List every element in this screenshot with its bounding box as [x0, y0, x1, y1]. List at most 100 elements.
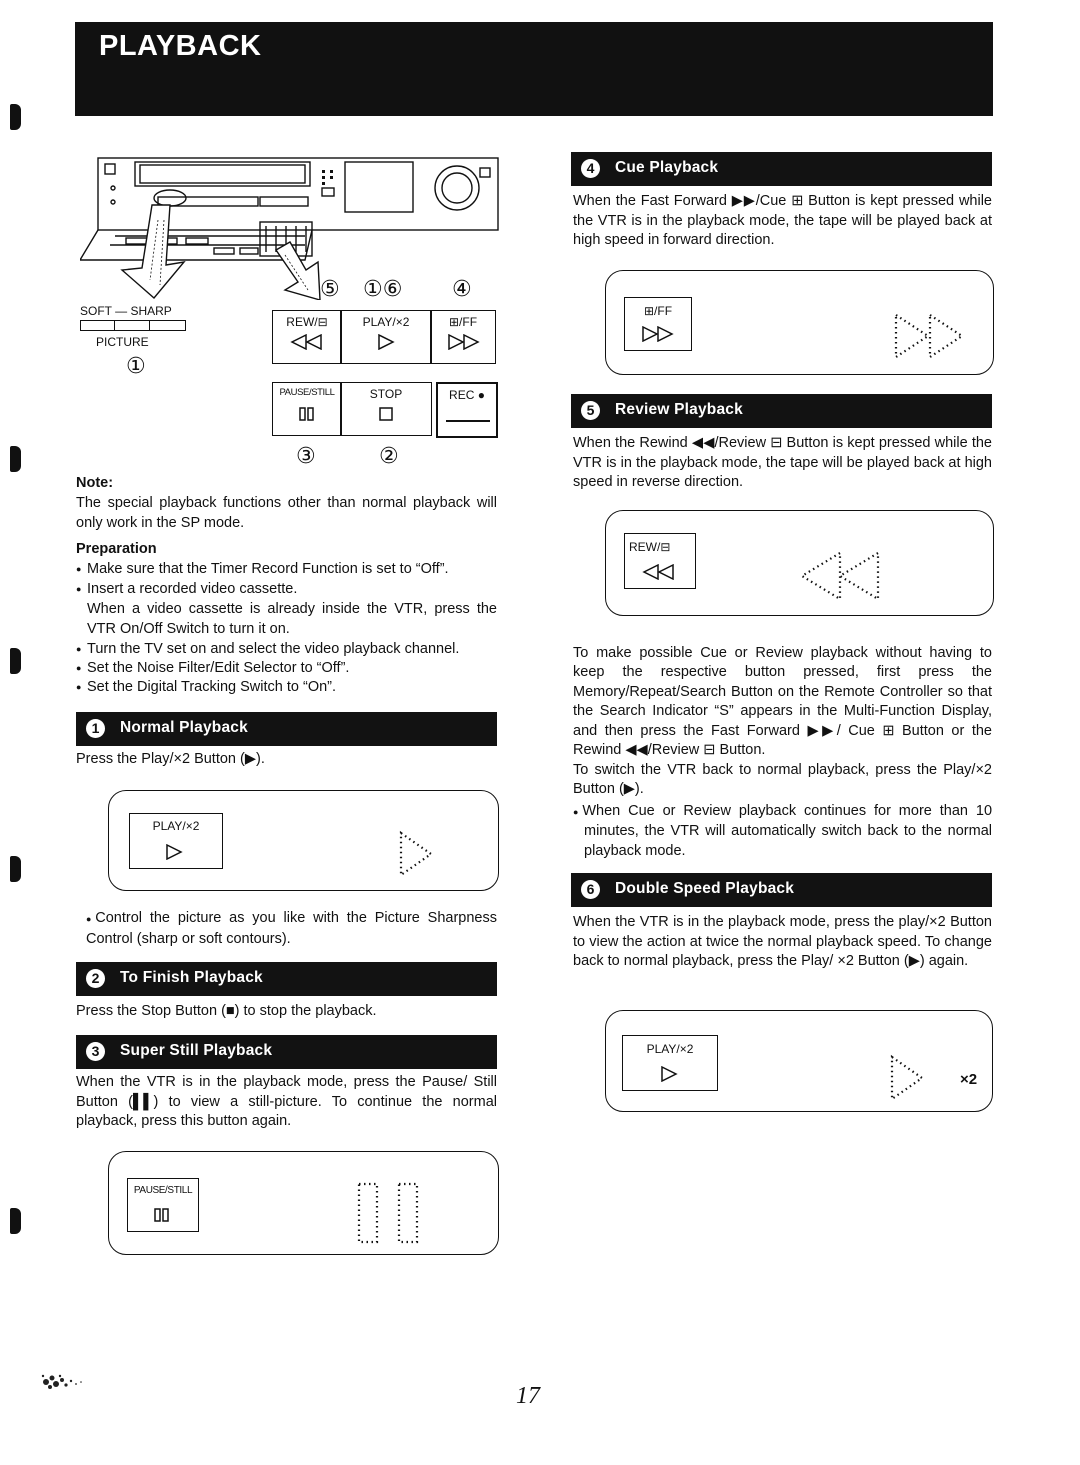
stop-button[interactable]: STOP	[340, 382, 432, 436]
section-text: When the Fast Forward ▶▶/Cue ⊞ Button is…	[573, 193, 992, 248]
stop-icon	[341, 406, 431, 427]
section-number: 3	[86, 1042, 105, 1061]
prep-item: Set the Digital Tracking Switch to “On”.	[76, 678, 497, 698]
section-title: To Finish Playback	[120, 969, 263, 986]
key-label: ⊞/FF	[643, 304, 673, 318]
rewind-icon	[642, 564, 674, 580]
normal-playback-panel: PLAY/×2	[108, 790, 499, 891]
section-text: Press the Play/×2 Button (▶).	[76, 751, 265, 767]
dotted-pause-indicator-icon	[357, 1182, 419, 1244]
binding-mark	[10, 446, 21, 472]
section-number: 4	[581, 159, 600, 178]
section-text: Press the Stop Button (■) to stop the pl…	[76, 1003, 377, 1019]
rec-bar	[446, 420, 490, 422]
section-header-super-still: 3 Super Still Playback	[76, 1035, 497, 1069]
rew-review-key: REW/⊟	[624, 533, 696, 589]
rew-review-button[interactable]: REW/⊟	[272, 310, 342, 364]
page-number: 17	[516, 1383, 540, 1409]
section-header-review-playback: 5 Review Playback	[571, 394, 992, 428]
super-still-panel: PAUSE/STILL	[108, 1151, 499, 1255]
note-text: The special playback functions other tha…	[76, 495, 497, 531]
section-title: Normal Playback	[120, 719, 248, 736]
section-text: When the VTR is in the playback mode, pr…	[76, 1074, 497, 1129]
transport-buttons-top: REW/⊟ PLAY/×2 ⊞/FF	[272, 310, 497, 364]
slider-tick	[149, 321, 151, 330]
rec-button[interactable]: REC ●	[436, 382, 498, 438]
section-title: Cue Playback	[615, 159, 719, 176]
picture-slider[interactable]	[80, 320, 186, 331]
scan-speckle	[41, 1374, 82, 1389]
vtr-drawing	[78, 157, 499, 301]
fast-forward-icon	[642, 326, 674, 342]
section-number: 2	[86, 969, 105, 988]
slider-tick	[114, 321, 116, 330]
section-number: 1	[86, 719, 105, 738]
dotted-play-indicator-icon	[399, 830, 433, 878]
pause-still-button[interactable]: PAUSE/STILL	[272, 382, 342, 436]
review-playback-panel: REW/⊟	[605, 510, 994, 616]
section-bullet: ●When Cue or Review playback continues f…	[573, 803, 993, 859]
section-number: 6	[581, 880, 600, 899]
section-number: 5	[581, 401, 600, 420]
button-label: REW/⊟	[286, 315, 328, 329]
button-label: REC ●	[449, 388, 485, 402]
button-label: STOP	[369, 387, 403, 401]
dotted-fast-forward-indicator-icon	[894, 312, 965, 360]
search-mode-text: To make possible Cue or Review playback …	[573, 645, 992, 759]
fast-forward-icon	[431, 333, 495, 355]
section-header-finish-playback: 2 To Finish Playback	[76, 962, 497, 996]
prep-item: Set the Noise Filter/Edit Selector to “O…	[76, 659, 497, 679]
callout-3: ③	[296, 444, 316, 469]
note-label: Note:	[76, 475, 114, 491]
double-speed-label: ×2	[960, 1071, 978, 1088]
key-label: REW/⊟	[629, 540, 671, 554]
key-label: PLAY/×2	[152, 819, 200, 833]
section-bullet: ●Control the picture as you like with th…	[86, 910, 497, 947]
prep-item: Insert a recorded video cassette.	[76, 580, 497, 600]
key-label: PAUSE/STILL	[133, 1185, 193, 1196]
callout-1-6: ①⑥	[363, 277, 403, 302]
preparation-title: Preparation	[76, 541, 157, 557]
callout-2: ②	[379, 444, 399, 469]
section-header-cue-playback: 4 Cue Playback	[571, 152, 992, 186]
transport-buttons-bottom: PAUSE/STILL STOP REC ●	[272, 382, 498, 438]
section-header-double-speed: 6 Double Speed Playback	[571, 873, 992, 907]
section-text: When the Rewind ◀◀/Review ⊟ Button is ke…	[573, 435, 992, 490]
pause-icon	[273, 406, 341, 427]
prep-item: Make sure that the Timer Record Function…	[76, 560, 497, 580]
play-x2-key: PLAY/×2	[622, 1035, 718, 1091]
section-header-normal-playback: 1 Normal Playback	[76, 712, 497, 746]
button-label: PAUSE/STILL	[279, 387, 335, 398]
section-title: Super Still Playback	[120, 1042, 273, 1059]
play-icon	[166, 844, 183, 860]
page-title: PLAYBACK	[99, 30, 262, 62]
callout-5: ⑤	[320, 277, 340, 302]
vtr-front-panel-illustration	[78, 150, 500, 301]
cue-ff-button[interactable]: ⊞/FF	[430, 310, 496, 364]
section-title: Double Speed Playback	[615, 880, 795, 897]
play-key: PLAY/×2	[129, 813, 223, 869]
button-label: PLAY/×2	[362, 315, 410, 329]
page-header: PLAYBACK	[75, 22, 993, 116]
binding-mark	[10, 856, 21, 882]
picture-label: PICTURE	[96, 335, 149, 349]
play-icon	[341, 333, 431, 355]
prep-item: Turn the TV set on and select the video …	[76, 640, 497, 660]
pause-still-key: PAUSE/STILL	[127, 1178, 199, 1232]
pause-icon	[154, 1208, 169, 1222]
bullet-text: When Cue or Review playback continues fo…	[582, 803, 993, 859]
dotted-play-indicator-icon	[890, 1054, 924, 1102]
picture-callout: ①	[126, 354, 146, 379]
key-label: PLAY/×2	[646, 1042, 694, 1056]
double-speed-panel: PLAY/×2 ×2	[605, 1010, 993, 1112]
switch-back-text: To switch the VTR back to normal playbac…	[573, 762, 992, 798]
binding-mark	[10, 648, 21, 674]
play-x2-button[interactable]: PLAY/×2	[340, 310, 432, 364]
bullet-text: Control the picture as you like with the…	[86, 910, 497, 947]
dotted-rewind-indicator-icon	[799, 551, 880, 601]
button-label: ⊞/FF	[448, 315, 478, 329]
soft-sharp-label: SOFT — SHARP	[80, 304, 172, 318]
cue-ff-key: ⊞/FF	[624, 297, 692, 351]
play-icon	[661, 1066, 678, 1082]
callout-4: ④	[452, 277, 472, 302]
